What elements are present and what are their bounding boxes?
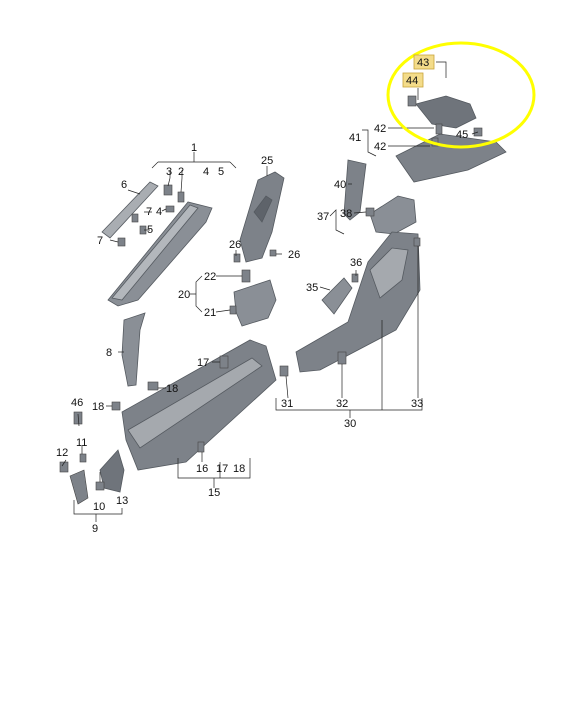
clip-18b	[111, 401, 121, 411]
callout-16: 16	[196, 463, 208, 475]
callout-42b: 42	[374, 141, 386, 153]
callout-12: 12	[56, 447, 68, 459]
callout-18c: 18	[233, 463, 245, 475]
clip-3	[163, 184, 173, 196]
clip-18a	[147, 381, 159, 391]
callout-4b: 4	[156, 206, 162, 218]
pillar-trim-8	[121, 312, 146, 387]
callout-9: 9	[92, 523, 98, 535]
callout-2: 2	[178, 166, 184, 178]
strip-40	[343, 159, 367, 221]
callout-labels: 1 3 2 4 5 6 4 7 5 7 25 26 26 22 20 21 8 …	[56, 57, 468, 535]
bracket-9	[69, 469, 89, 505]
bracket-35	[321, 277, 353, 315]
clip-7a	[131, 213, 139, 223]
clip-26b	[269, 249, 277, 257]
callout-5b: 5	[147, 224, 153, 236]
callout-43-box	[413, 54, 435, 70]
clip-26a	[233, 253, 241, 263]
clip-44	[407, 95, 417, 107]
callout-36: 36	[350, 257, 362, 269]
clip-17	[219, 355, 229, 369]
clip-31	[279, 365, 289, 377]
callout-6: 6	[121, 179, 127, 191]
callout-31: 31	[281, 398, 293, 410]
callout-18b: 18	[92, 401, 104, 413]
callout-7b: 7	[97, 235, 103, 247]
pillar-trim-20	[233, 279, 277, 327]
callout-5a: 5	[218, 166, 224, 178]
callout-15: 15	[208, 487, 220, 499]
clip-36	[351, 273, 359, 283]
callout-33: 33	[411, 398, 423, 410]
sill-trim-15-top	[127, 357, 263, 449]
callout-18a: 18	[166, 383, 178, 395]
callout-32: 32	[336, 398, 348, 410]
callout-35: 35	[306, 282, 318, 294]
callout-26a: 26	[229, 239, 241, 251]
leader-lines	[61, 61, 479, 522]
callout-1: 1	[191, 142, 197, 154]
callout-38: 38	[340, 208, 352, 220]
clip-10	[95, 481, 105, 491]
callout-30: 30	[344, 418, 356, 430]
clip-4	[165, 205, 175, 213]
upper-bracket-44	[415, 95, 477, 129]
callout-41: 41	[349, 132, 361, 144]
callout-10: 10	[93, 501, 105, 513]
clip-22	[241, 269, 251, 283]
callout-44: 44	[406, 75, 418, 87]
clip-2	[177, 191, 185, 203]
callout-40: 40	[334, 179, 346, 191]
clip-7b	[117, 237, 126, 247]
clip-33	[413, 237, 421, 247]
highlight-ellipse	[386, 41, 536, 149]
callout-25: 25	[261, 155, 273, 167]
clip-strip-6	[101, 181, 159, 239]
clip-12	[59, 461, 69, 473]
callout-17a: 17	[197, 357, 209, 369]
callout-21: 21	[204, 307, 216, 319]
callout-37: 37	[317, 211, 329, 223]
callout-42a: 42	[374, 123, 386, 135]
clip-42a	[435, 123, 443, 135]
callout-7a: 7	[146, 206, 152, 218]
part-shapes	[99, 95, 507, 493]
trim-part-1-edge	[111, 204, 199, 301]
clip-38	[365, 207, 375, 217]
upper-trim-43	[395, 133, 507, 183]
small-parts	[59, 95, 483, 505]
clip-11	[79, 453, 87, 463]
callout-20: 20	[178, 289, 190, 301]
quarter-trim-33-inner	[369, 247, 409, 299]
callout-43: 43	[417, 57, 429, 69]
bracket-37	[369, 195, 417, 235]
clip-16	[197, 441, 205, 453]
callout-44-box	[402, 72, 424, 88]
callout-13: 13	[116, 495, 128, 507]
callout-3: 3	[166, 166, 172, 178]
callout-46: 46	[71, 397, 83, 409]
callout-45: 45	[456, 129, 468, 141]
callout-22: 22	[204, 271, 216, 283]
callout-4a: 4	[203, 166, 209, 178]
clip-21	[229, 305, 237, 315]
pillar-trim-25-inner	[253, 195, 273, 223]
callout-8: 8	[106, 347, 112, 359]
callout-17b: 17	[216, 463, 228, 475]
callout-11: 11	[76, 437, 87, 449]
callout-26b: 26	[288, 249, 300, 261]
clip-32	[337, 351, 347, 365]
